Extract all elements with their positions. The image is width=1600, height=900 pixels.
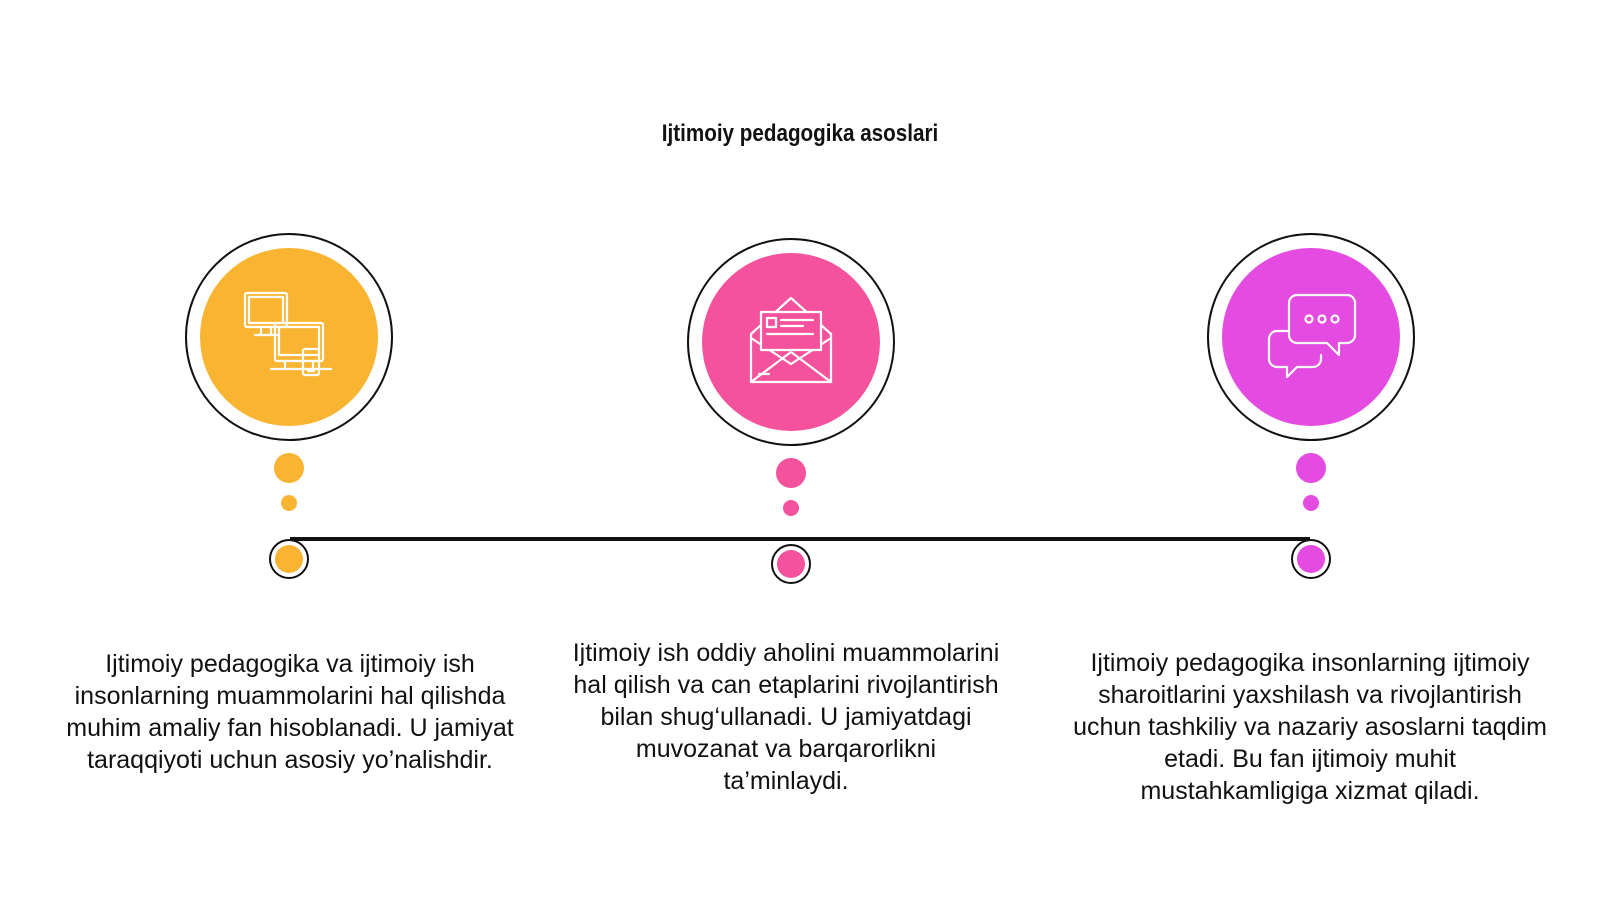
chat-bubbles-icon	[1267, 293, 1357, 379]
step-1-dot-large	[274, 453, 304, 483]
step-3-dot-large	[1296, 453, 1326, 483]
step-1-disc	[200, 248, 378, 426]
step-3-dot-small	[1303, 495, 1319, 511]
step-2-description: Ijtimoiy ish oddiy aholini muammolarini …	[572, 639, 1000, 795]
step-3-description: Ijtimoiy pedagogika insonlarning ijtimoi…	[1073, 649, 1547, 805]
step-2-dot-small	[783, 500, 799, 516]
step-1-dot-small	[281, 495, 297, 511]
step-2-timeline-marker	[771, 544, 811, 584]
step-1-timeline-marker	[269, 539, 309, 579]
step-1-description: Ijtimoiy pedagogika va ijtimoiy ish inso…	[66, 650, 514, 774]
step-3-disc	[1222, 248, 1400, 426]
step-3-timeline-marker	[1291, 539, 1331, 579]
slide-title: Ijtimoiy pedagogika asoslari	[661, 120, 939, 147]
computer-devices-icon	[243, 291, 333, 377]
envelope-letter-icon	[749, 296, 833, 384]
step-2-dot-large	[776, 458, 806, 488]
step-2-disc	[702, 253, 880, 431]
timeline-line	[290, 537, 1310, 541]
